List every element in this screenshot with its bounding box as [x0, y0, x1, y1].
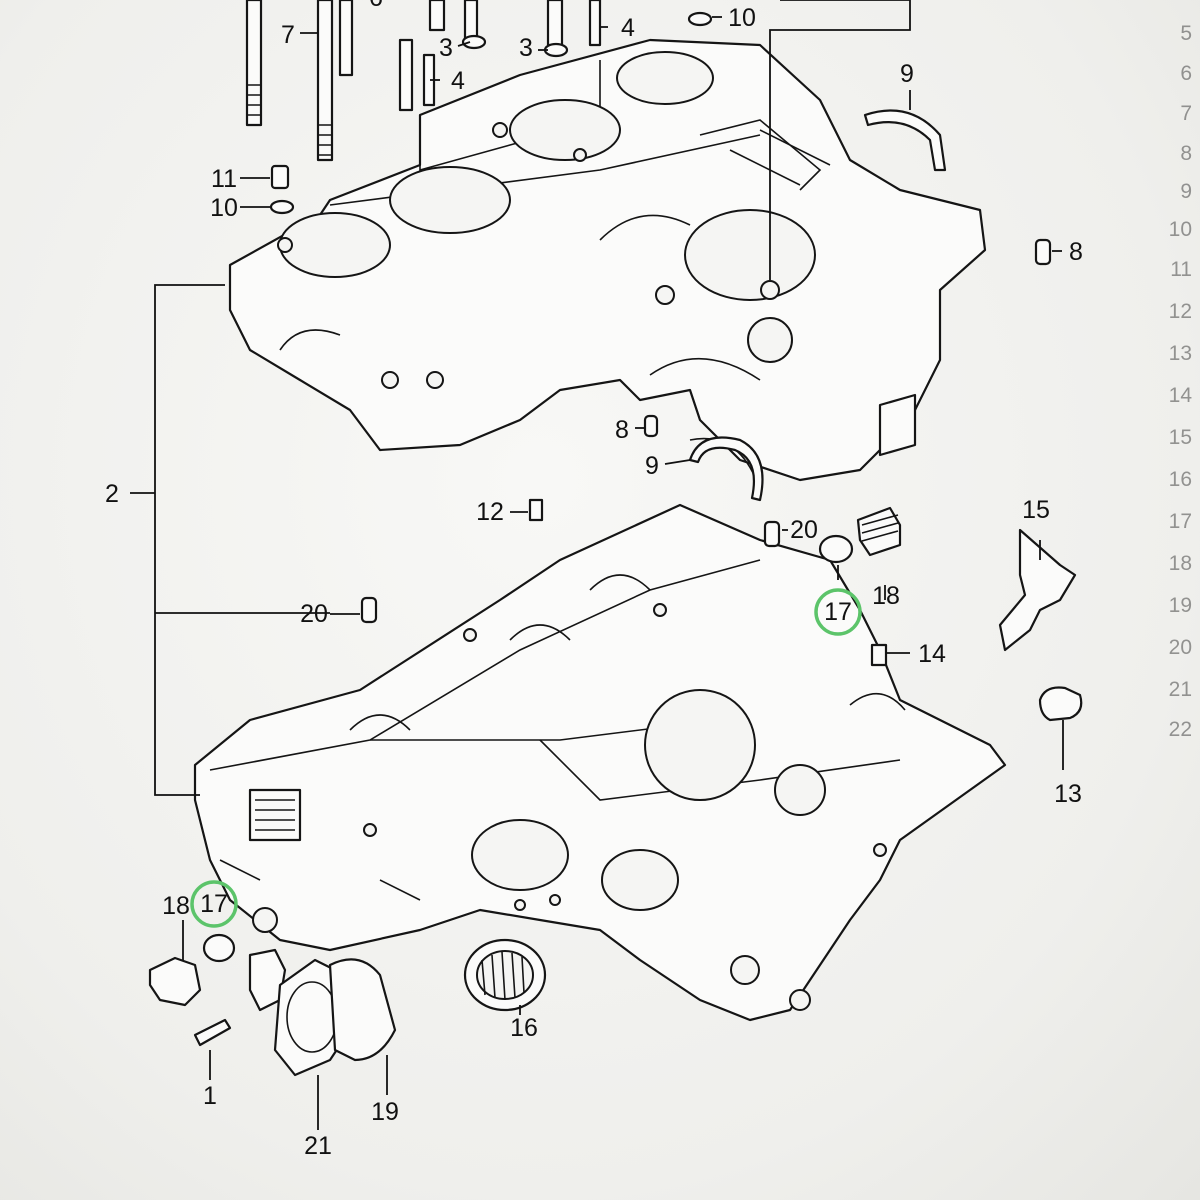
bearing-shell-9 [688, 436, 764, 502]
callout-10: 10 [210, 194, 238, 222]
callout-4: 4 [621, 14, 635, 42]
dowel-11 [270, 164, 290, 190]
callout-8: 8 [615, 416, 629, 444]
callout-6: 6 [369, 0, 383, 12]
bracket-15 [998, 528, 1077, 652]
highlight-markers [190, 588, 862, 928]
upper-crankcase [228, 38, 987, 491]
callout-11: 11 [211, 165, 237, 193]
callout-7: 7 [281, 21, 295, 49]
callout-8: 8 [1069, 238, 1083, 266]
ghost-number: 7 [1180, 102, 1192, 125]
screw-14 [870, 643, 888, 667]
ghost-number: 6 [1180, 62, 1192, 85]
cylinder-bore [279, 212, 391, 278]
callout-9: 9 [645, 452, 659, 480]
callout-3: 3 [519, 34, 533, 62]
callout-2: 2 [105, 480, 119, 508]
ghost-number: 14 [1168, 384, 1192, 407]
ghost-number: 22 [1168, 718, 1192, 741]
highlight-circle [814, 588, 862, 636]
ghost-number: 15 [1168, 426, 1192, 449]
callout-10: 10 [728, 4, 756, 32]
ghost-number: 8 [1180, 142, 1192, 165]
ghost-number: 9 [1180, 180, 1192, 203]
o-ring-17 [818, 534, 854, 564]
callout-18: 18 [872, 582, 900, 610]
ghost-number: 13 [1168, 342, 1192, 365]
ghost-number: 12 [1168, 300, 1192, 323]
stud-bolts [245, 0, 602, 162]
plug-18 [148, 956, 202, 1007]
dowel-20 [763, 520, 781, 548]
callout-13: 13 [1054, 780, 1082, 808]
pin-12 [528, 498, 544, 522]
ghost-number: 11 [1170, 258, 1192, 281]
shaft-bore [601, 849, 679, 911]
callout-21: 21 [304, 1132, 332, 1160]
ghost-number: 18 [1168, 552, 1192, 575]
ghost-number: 17 [1168, 510, 1192, 533]
crank-seal-bore [644, 689, 756, 801]
callout-16: 16 [510, 1014, 538, 1042]
dowel-20 [360, 596, 378, 624]
callout-labels: 6 7 4 4 3 3 10 9 11 10 8 2 8 9 12 20 15 … [105, 0, 1083, 1160]
dowel-8 [1034, 238, 1052, 266]
plug-18 [856, 506, 902, 557]
cylinder-bore [509, 99, 621, 161]
callout-3: 3 [439, 34, 453, 62]
bearing-shell-9 [863, 109, 947, 172]
crank-journal [684, 209, 816, 301]
callout-14: 14 [918, 640, 946, 668]
dowel-8 [643, 414, 659, 438]
seal-19 [328, 958, 397, 1062]
callout-15: 15 [1022, 496, 1050, 524]
callout-19: 19 [371, 1098, 399, 1126]
lower-crankcase [193, 503, 1007, 1022]
callout-17: 17 [824, 598, 852, 626]
highlight-circle [190, 880, 238, 928]
callout-18: 18 [162, 892, 190, 920]
callout-20: 20 [790, 516, 818, 544]
o-ring-17 [202, 933, 236, 963]
ghost-number: 10 [1168, 218, 1192, 241]
callout-17: 17 [200, 890, 228, 918]
callout-12: 12 [476, 498, 504, 526]
ghost-number: 21 [1168, 678, 1192, 701]
shaft-bore [471, 819, 569, 891]
ghost-number: 5 [1180, 22, 1192, 45]
leader-lines [130, 0, 1064, 1130]
callout-9: 9 [900, 60, 914, 88]
small-parts [148, 11, 1083, 1077]
ghost-number: 16 [1168, 468, 1192, 491]
washer-10 [269, 199, 295, 215]
ghost-number: 20 [1168, 636, 1192, 659]
callout-1: 1 [203, 1082, 217, 1110]
callout-20: 20 [300, 600, 328, 628]
bolt-1 [193, 1018, 232, 1047]
cylinder-bore [389, 166, 511, 234]
ghost-number: 19 [1168, 594, 1192, 617]
bleed-through-index: 5 6 7 8 9 10 11 12 13 14 15 16 17 18 19 … [1002, 0, 1192, 760]
cylinder-bore [616, 51, 714, 105]
plug-13 [1038, 686, 1083, 722]
callout-4: 4 [451, 67, 465, 95]
